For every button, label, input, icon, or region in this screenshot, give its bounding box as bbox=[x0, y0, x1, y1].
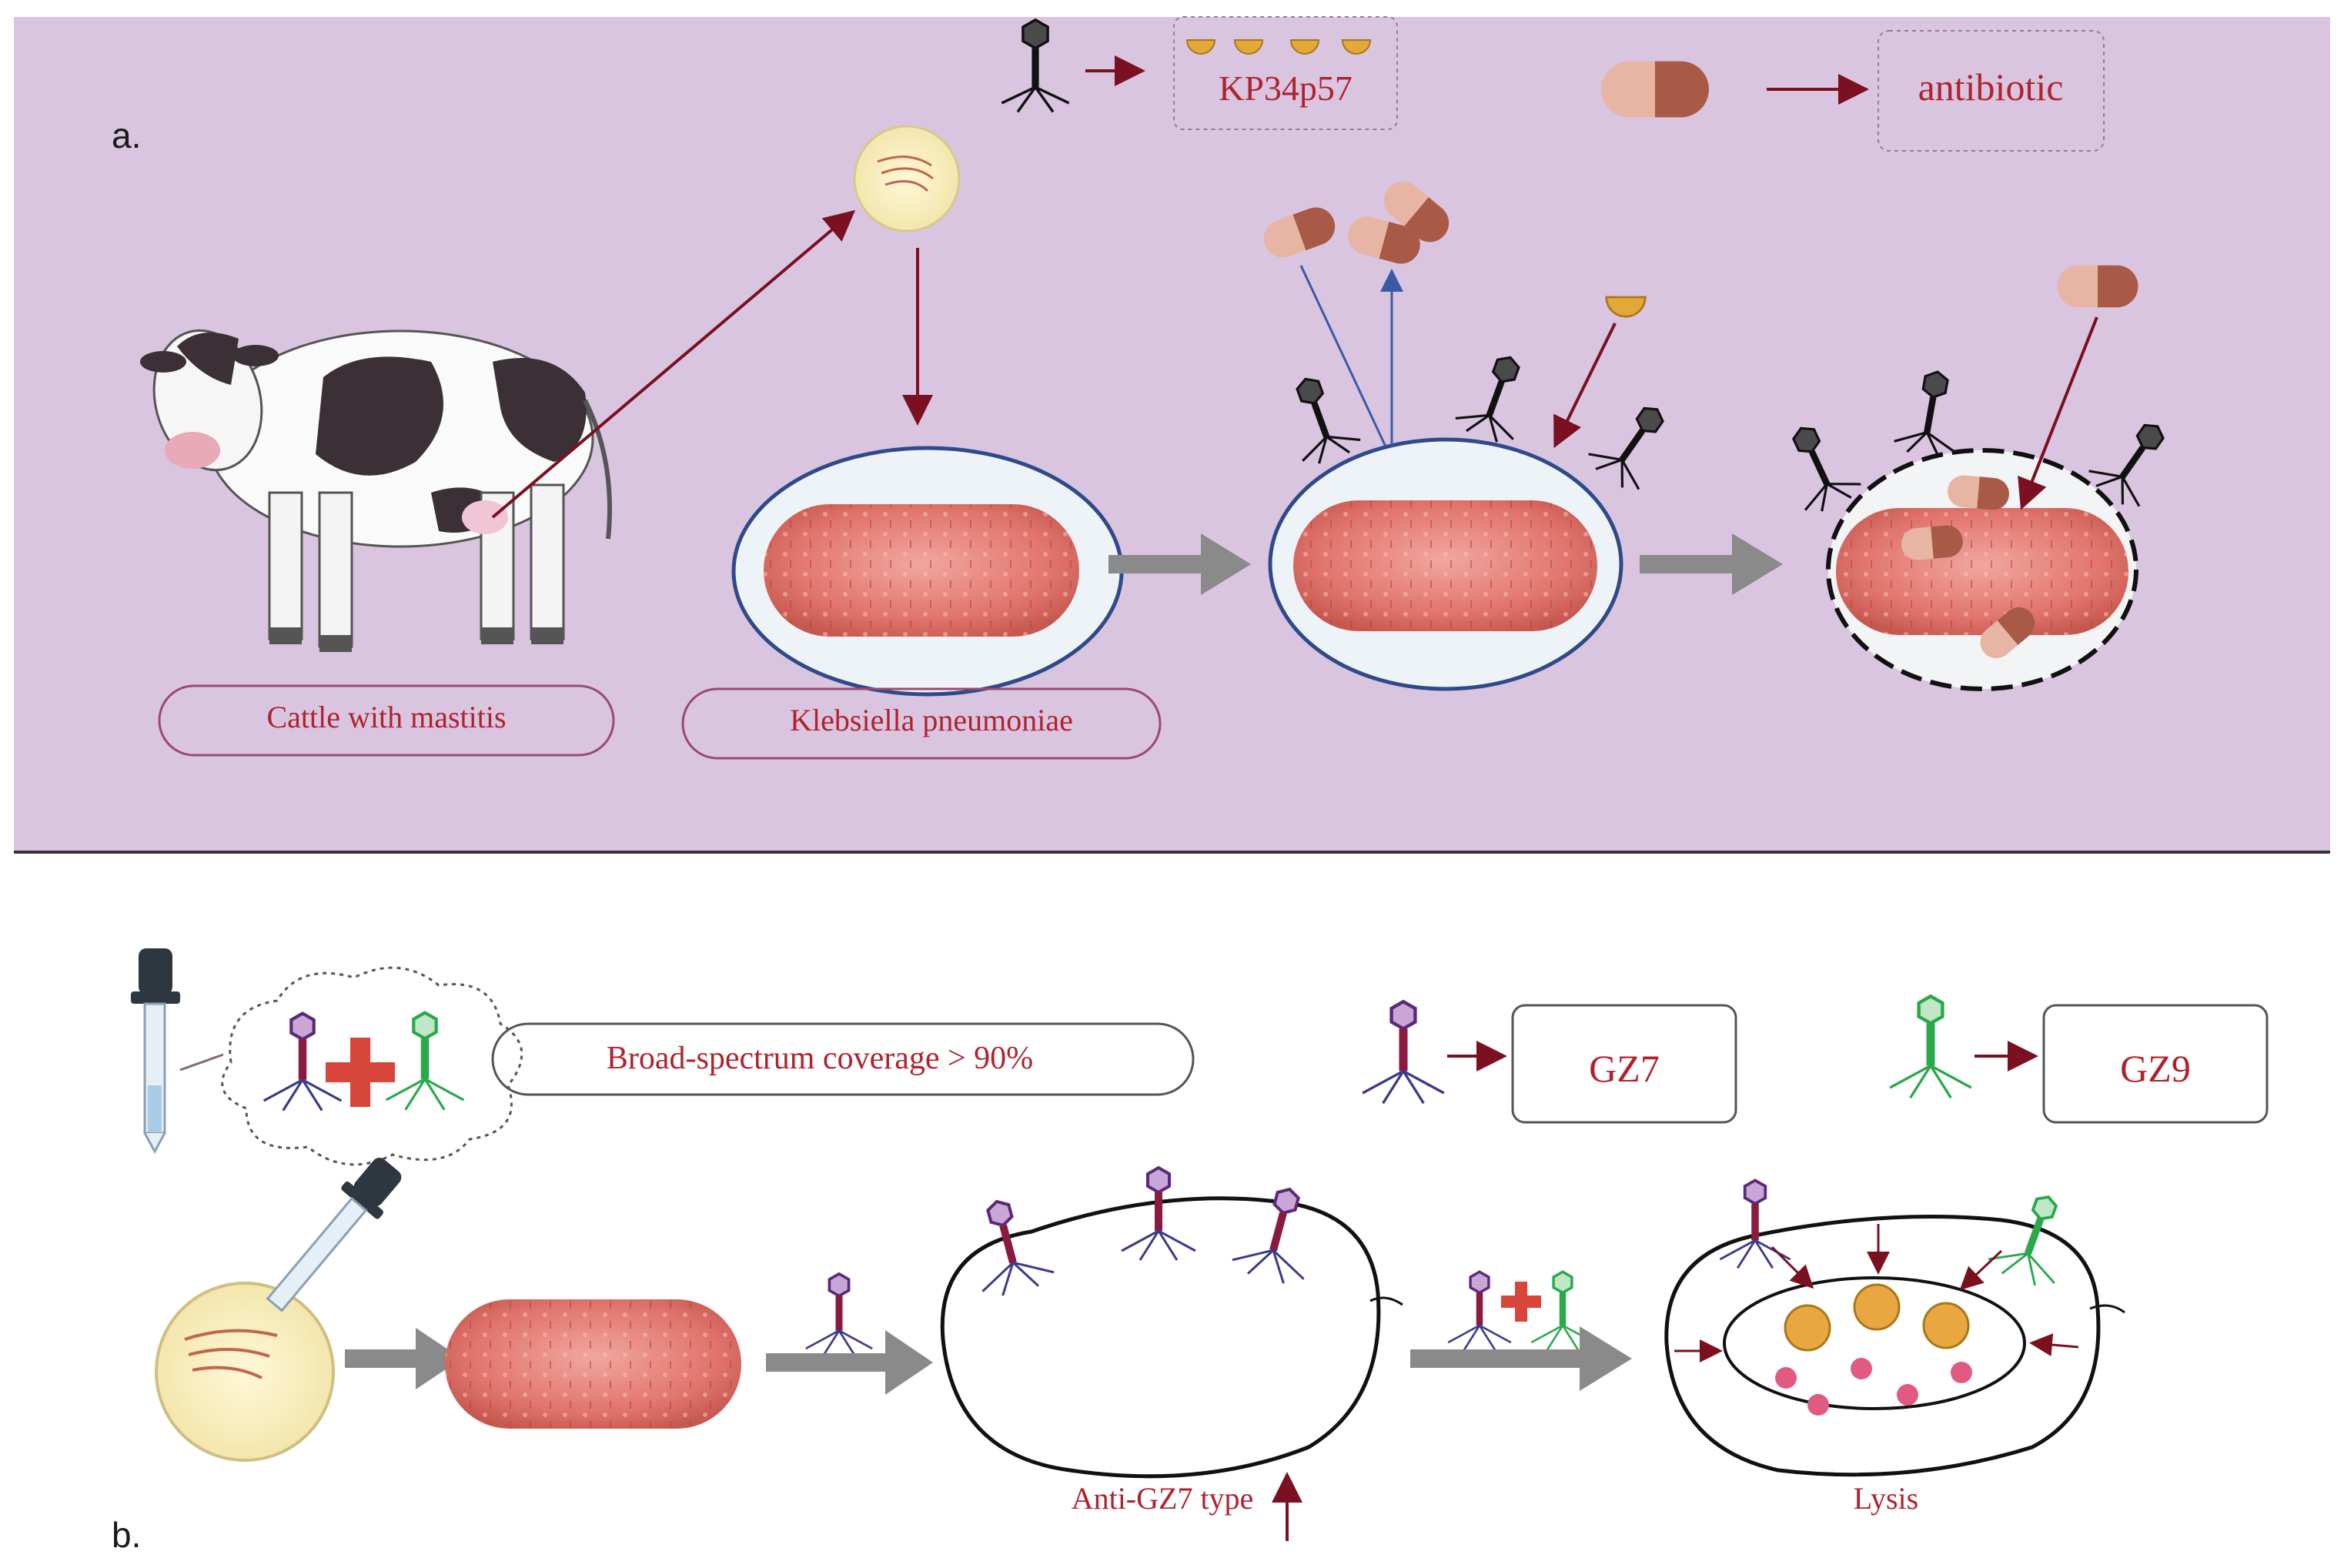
cattle-label: Cattle with mastitis bbox=[266, 700, 506, 734]
cattle-label-pill bbox=[158, 684, 615, 757]
cow-icon bbox=[140, 329, 612, 652]
petri-dish-icon bbox=[853, 125, 961, 232]
coverage-pill bbox=[491, 1022, 1195, 1096]
gz7-phage-icon bbox=[804, 1272, 874, 1359]
gz9-label: GZ9 bbox=[2120, 1047, 2191, 1090]
legend-capsule-icon bbox=[1601, 61, 1709, 118]
process-arrow bbox=[345, 1328, 462, 1389]
resistant-cell-outline bbox=[940, 1196, 1381, 1479]
antibiotic-arrow bbox=[2018, 316, 2098, 510]
plus-icon bbox=[326, 1038, 395, 1107]
gz9-phage-icon bbox=[1890, 996, 1971, 1098]
panel-b-letter: b. bbox=[112, 1515, 141, 1555]
panel-a-letter: a. bbox=[112, 115, 141, 155]
process-arrow bbox=[1108, 533, 1251, 595]
gz7-phage-icon bbox=[1446, 1270, 1513, 1352]
gz7-label: GZ7 bbox=[1589, 1047, 1660, 1090]
plus-icon bbox=[1501, 1282, 1541, 1322]
gz7-legend-box bbox=[1511, 1004, 1737, 1124]
process-arrow bbox=[1640, 533, 1783, 595]
dropper-icon bbox=[266, 1157, 402, 1312]
enzyme-legend-box bbox=[1173, 16, 1398, 130]
process-arrow bbox=[766, 1330, 933, 1395]
gz9-legend-box bbox=[2042, 1004, 2269, 1124]
release-line bbox=[1299, 265, 1387, 447]
anti-gz7-label: Anti-GZ7 type bbox=[1072, 1481, 1254, 1516]
lysis-label: Lysis bbox=[1854, 1481, 1918, 1516]
antibiotic-legend-label: antibiotic bbox=[1918, 65, 2064, 109]
bacterium-icon bbox=[1268, 437, 1623, 691]
cocktail-pointer bbox=[179, 1053, 224, 1072]
petri-dish-icon bbox=[155, 1282, 335, 1462]
bacteria-label: Klebsiella pneumoniae bbox=[790, 703, 1073, 737]
enzyme-legend-label: KP34p57 bbox=[1219, 69, 1353, 108]
bacterium-icon bbox=[445, 1299, 741, 1429]
arrow-cow-to-dish bbox=[491, 209, 856, 519]
capsule-icon bbox=[2057, 265, 2138, 308]
gz7-phage-icon bbox=[1363, 1001, 1444, 1103]
bacterium-icon bbox=[731, 446, 1124, 697]
bacteria-label-pill bbox=[681, 687, 1162, 760]
enzyme-arrow bbox=[1553, 323, 1617, 449]
dropper-icon bbox=[131, 948, 180, 1155]
process-arrow bbox=[1410, 1326, 1632, 1391]
antibiotic-legend-box bbox=[1878, 30, 2105, 152]
coverage-label: Broad-spectrum coverage > 90% bbox=[607, 1041, 1033, 1076]
